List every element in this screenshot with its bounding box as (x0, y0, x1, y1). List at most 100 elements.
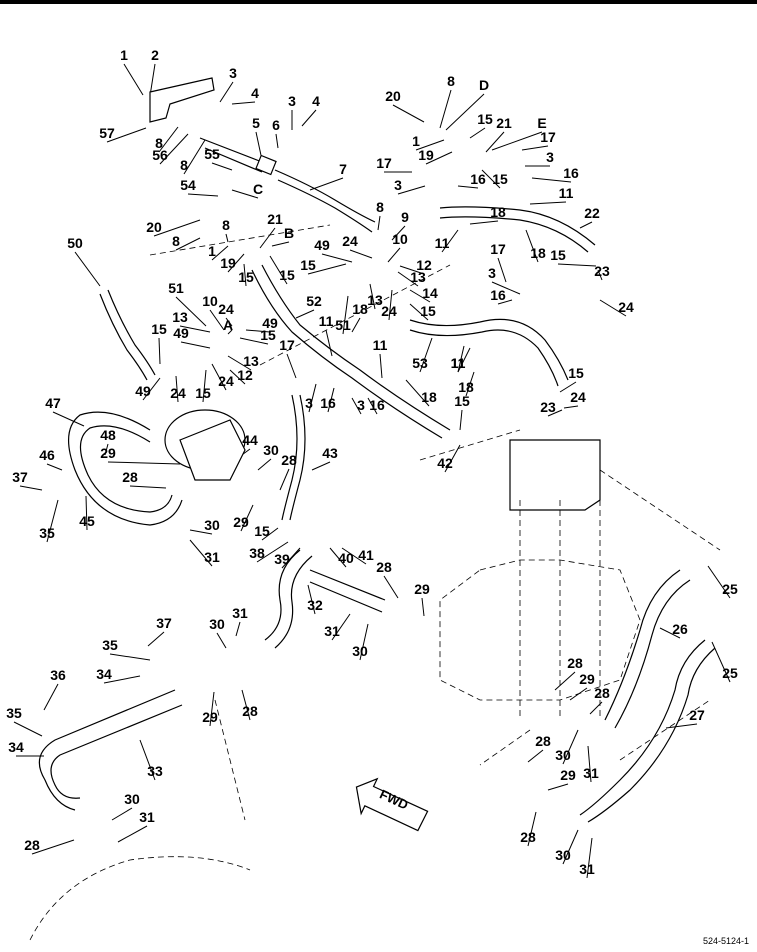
callout-label: 18 (490, 204, 506, 220)
leader-line (521, 145, 549, 151)
leader-line (457, 347, 471, 373)
callout-label: 30 (209, 616, 225, 632)
callout-label: 38 (249, 545, 265, 561)
callout-label: 21 (267, 211, 283, 227)
leader-line (491, 131, 543, 151)
leader-line (421, 597, 425, 617)
callout-label: 15 (568, 365, 584, 381)
leader-line (52, 411, 85, 427)
leader-line (707, 565, 731, 599)
leader-line (531, 177, 572, 183)
callout-label: 36 (50, 667, 66, 683)
callout-label: 28 (376, 559, 392, 575)
hose-22 (439, 206, 596, 253)
callout-label: 15 (151, 321, 167, 337)
leader-line (211, 245, 229, 261)
callout-label: 11 (451, 355, 466, 371)
leader-line (158, 337, 161, 365)
leader-line (129, 485, 167, 489)
callout-label: 27 (689, 707, 705, 723)
leader-line (379, 353, 383, 379)
leader-line (227, 355, 252, 371)
callout-label: 13 (243, 353, 259, 369)
leader-line (175, 375, 179, 403)
leader-line (229, 369, 246, 385)
callout-label: C (253, 181, 263, 197)
leader-line (189, 539, 213, 567)
leader-line (547, 783, 569, 791)
callout-label: 3 (488, 265, 496, 281)
callout-label: 20 (146, 219, 162, 235)
callout-label: 24 (170, 385, 186, 401)
callout-label: 1 (120, 47, 128, 63)
leader-line (107, 461, 181, 465)
phantom-column (519, 500, 601, 720)
callout-label: 3 (394, 177, 402, 193)
leader-line (106, 127, 147, 143)
callout-label: 29 (202, 709, 218, 725)
leader-line (117, 825, 148, 843)
callout-label: 11 (451, 355, 466, 371)
callout-label: 28 (281, 452, 297, 468)
leader-line (286, 353, 297, 379)
callout-label: 1 (412, 133, 420, 149)
leader-line (308, 383, 317, 413)
callout-label: 20 (385, 88, 401, 104)
control-valve-stack (509, 439, 601, 511)
leader-line (586, 837, 593, 879)
leader-line (405, 379, 430, 407)
callout-label: 30 (204, 517, 220, 533)
leader-line (275, 133, 279, 149)
phantom-tank (29, 856, 251, 941)
callout-label: 28 (520, 829, 536, 845)
leader-line (295, 309, 315, 319)
callout-label: 8 (180, 157, 188, 173)
callout-label: 46 (39, 447, 55, 463)
leader-line (231, 101, 256, 105)
callout-label: 15 (195, 385, 211, 401)
callout-label: B (284, 225, 294, 241)
leader-line (409, 289, 431, 303)
callout-label: 50 (67, 235, 83, 251)
callout-label: 29 (560, 767, 576, 783)
callout-label: 13 (410, 269, 426, 285)
mounting-bracket (149, 77, 215, 123)
leader-line (329, 547, 347, 568)
hose-32 (264, 549, 313, 649)
leader-line (227, 253, 245, 273)
leader-line (587, 745, 592, 783)
fitting-5 (255, 154, 277, 176)
leader-line (327, 387, 335, 413)
callout-label: 24 (618, 299, 634, 315)
leader-line (388, 289, 393, 321)
hose-52 (251, 264, 451, 439)
leader-line (231, 189, 259, 199)
leader-line (415, 139, 445, 151)
leader-line (139, 739, 156, 781)
callout-label: 16 (470, 171, 486, 187)
callout-label: 2 (151, 47, 159, 63)
callout-label: 52 (306, 293, 322, 309)
callout-label: 29 (100, 445, 116, 461)
callout-label: 30 (555, 847, 571, 863)
leader-line (441, 229, 459, 253)
callout-label: 3 (546, 149, 554, 165)
leader-line (187, 193, 219, 197)
leader-line (123, 63, 144, 96)
callout-label: 31 (583, 765, 599, 781)
leader-line (383, 575, 399, 599)
leader-line (457, 185, 479, 189)
leader-line (149, 63, 156, 97)
leader-line (307, 263, 347, 275)
callout-label: 15 (454, 393, 470, 409)
callout-label: 53 (412, 355, 428, 371)
callout-label: 4 (312, 93, 320, 109)
callout-label: 15 (550, 247, 566, 263)
callout-label: 45 (79, 513, 95, 529)
callout-label: 32 (307, 597, 323, 613)
callout-label: 25 (722, 581, 738, 597)
leader-line (359, 623, 369, 661)
callout-label: 11 (559, 185, 574, 201)
callout-label: 16 (490, 287, 506, 303)
callout-label: 43 (322, 445, 338, 461)
